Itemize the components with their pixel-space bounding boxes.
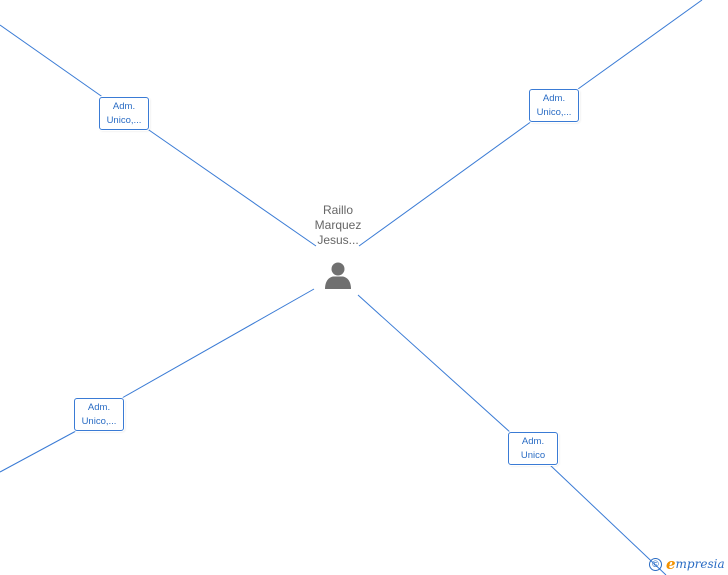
role-label-line-1: Adm.: [521, 436, 545, 447]
edge-bottom-left-inner: [121, 288, 315, 399]
copyright-icon: ©: [649, 557, 662, 571]
person-node[interactable]: Raillo Marquez Jesus...: [286, 203, 390, 292]
role-label-line-1: Adm.: [87, 402, 111, 413]
brand-name: mpresia: [675, 557, 725, 571]
person-name-line-3: Jesus...: [317, 233, 359, 247]
edge-bottom-right-inner: [357, 294, 512, 434]
role-label-line-2: Unico,...: [536, 107, 572, 118]
edge-top-left-inner: [145, 127, 317, 247]
role-label-line-1: Adm.: [542, 93, 566, 104]
edge-top-right-inner: [358, 120, 533, 247]
role-label-line-2: Unico,...: [106, 115, 142, 126]
person-name-line-1: Raillo: [322, 203, 353, 217]
person-name-line-2: Marquez: [314, 218, 362, 232]
role-label-line-2: Unico,...: [81, 416, 117, 427]
brand-initial: e: [666, 555, 676, 573]
role-label-line-2: Unico: [520, 450, 546, 461]
role-node-bottom-right[interactable]: Adm. Unico: [508, 432, 558, 465]
edge-top-right-outer: [577, 0, 703, 90]
role-node-top-left[interactable]: Adm. Unico,...: [99, 97, 149, 130]
edge-top-left-outer: [0, 24, 105, 99]
edge-bottom-left-outer: [0, 430, 77, 473]
person-icon[interactable]: [322, 260, 354, 292]
role-label-line-1: Adm.: [112, 101, 136, 112]
role-node-top-right[interactable]: Adm. Unico,...: [529, 89, 579, 122]
empresia-watermark: © e mpresia: [649, 554, 725, 574]
edge-bottom-right-outer: [549, 464, 667, 575]
role-node-bottom-left[interactable]: Adm. Unico,...: [74, 398, 124, 431]
